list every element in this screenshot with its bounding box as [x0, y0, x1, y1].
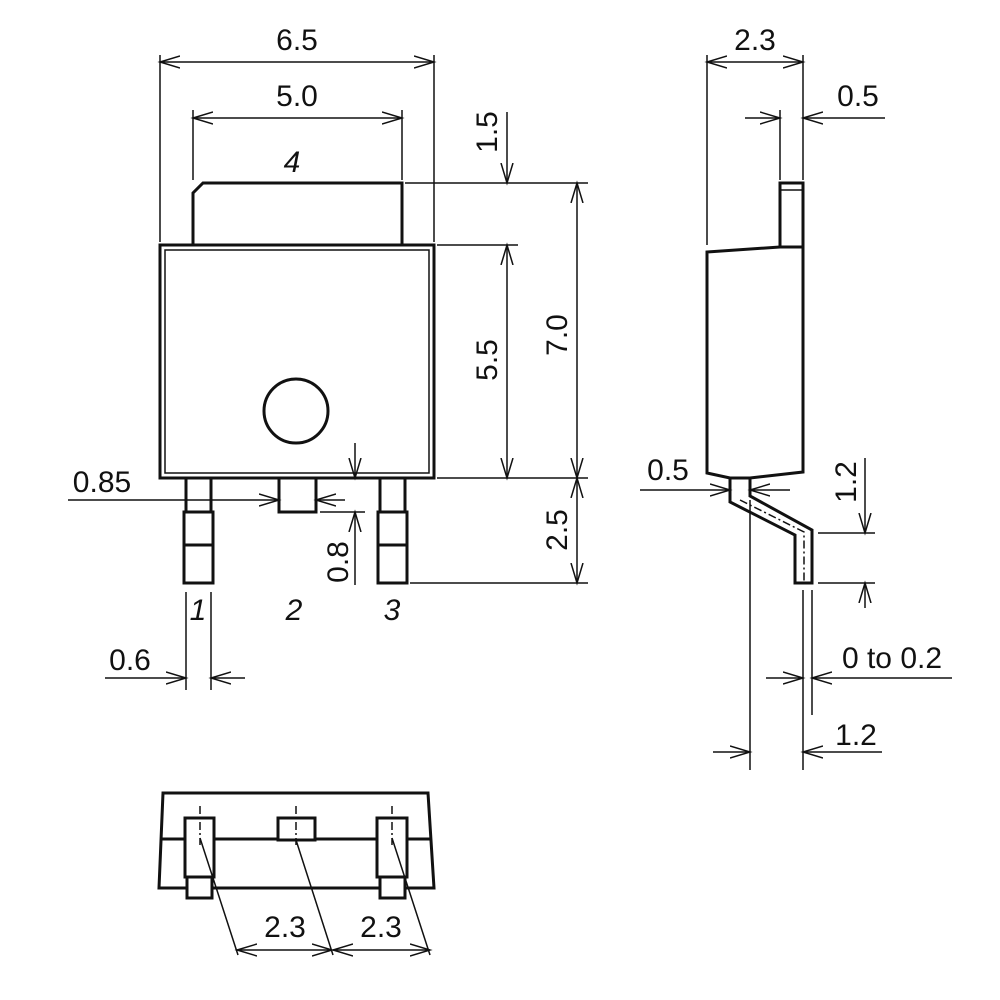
- dim-tab-thickness: 0.5: [837, 80, 879, 113]
- pin-label-2: 2: [285, 594, 303, 627]
- dim-standoff: 0 to 0.2: [842, 642, 942, 675]
- side-lead: [728, 478, 814, 585]
- dim-stub-length: 0.8: [322, 541, 355, 583]
- dim-foot-offset: 1.2: [835, 719, 877, 752]
- dim-center-stub: 0.85: [73, 466, 131, 499]
- dim-foot-height: 1.2: [830, 461, 863, 503]
- lead-3: [376, 476, 409, 585]
- dim-pitch-right: 2.3: [360, 911, 402, 944]
- side-view: 2.3 0.5 0.5 1.2 0 to 0.2 1.2: [640, 24, 952, 770]
- lead-1: [182, 476, 215, 585]
- dim-overall-width: 6.5: [276, 24, 318, 57]
- ejector-pin-mark: [262, 377, 330, 445]
- dim-pitch-left: 2.3: [264, 911, 306, 944]
- side-tab: [778, 181, 805, 247]
- dim-body-height: 5.5: [471, 339, 504, 381]
- extension-lines: [159, 55, 588, 690]
- dim-lead-length: 2.5: [541, 509, 574, 551]
- dim-tab-width: 5.0: [276, 80, 318, 113]
- dim-thickness: 2.3: [734, 24, 776, 57]
- pin-label-3: 3: [384, 594, 401, 627]
- dim-lead-thickness: 0.5: [647, 454, 689, 487]
- pin-label-4: 4: [284, 146, 301, 179]
- pin-label-1: 1: [190, 594, 207, 627]
- lead-2-stub: [277, 476, 318, 514]
- front-view: 6.5 5.0 1.5 5.5 7.0 2.5 0.85 0.8 0.6 4 1…: [68, 24, 588, 690]
- dim-tab-height: 1.5: [471, 111, 504, 153]
- dim-lead-width: 0.6: [109, 644, 151, 677]
- dim-total-height: 7.0: [541, 314, 574, 356]
- package-body-inner: [164, 249, 430, 474]
- bottom-view: 2.3 2.3: [157, 791, 436, 955]
- side-body: [705, 245, 805, 480]
- bottom-body: [157, 791, 436, 890]
- heatsink-tab: [191, 181, 404, 245]
